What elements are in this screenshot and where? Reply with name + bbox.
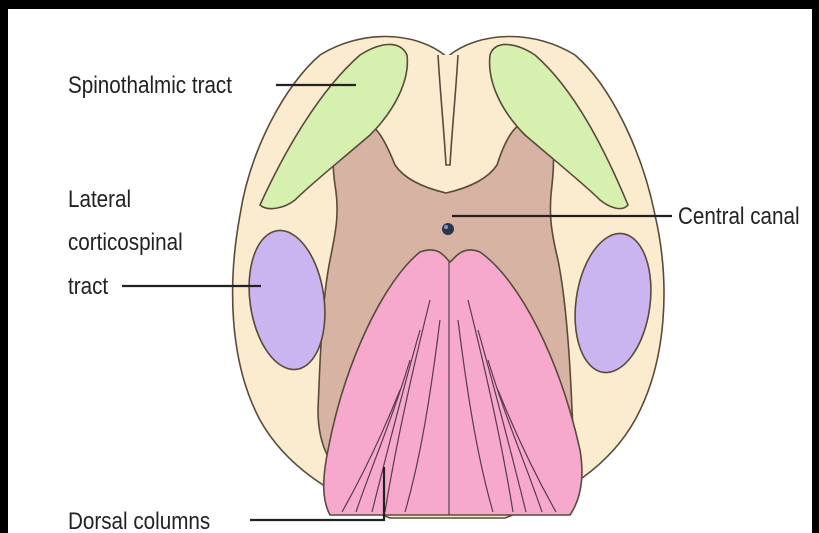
- label-lateral-corticospinal-line3: tract: [68, 273, 109, 300]
- central-canal-dot: [442, 223, 454, 235]
- label-central-canal: Central canal: [678, 203, 800, 230]
- label-spinothalamic-tract: Spinothalmic tract: [68, 72, 233, 99]
- label-lateral-corticospinal-line1: Lateral: [68, 186, 131, 213]
- label-dorsal-columns: Dorsal columns: [68, 508, 210, 533]
- label-lateral-corticospinal-line2: corticospinal: [68, 229, 183, 256]
